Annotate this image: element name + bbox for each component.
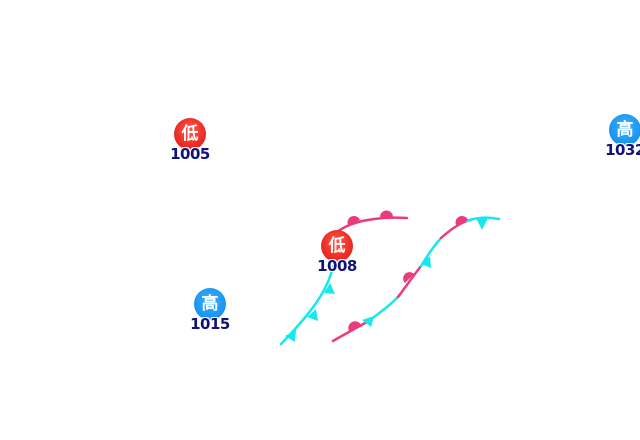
stationary-front-warm-symbol: [348, 321, 361, 331]
pressure-value: 1015: [190, 315, 230, 333]
stationary-front-line-warm: [331, 320, 369, 343]
cold-front[interactable]: [279, 264, 335, 346]
low-pressure-icon: 低: [321, 230, 353, 262]
pressure-value: 1005: [170, 145, 210, 163]
cold-front-symbol: [324, 283, 335, 294]
stationary-front-cold-symbol: [421, 256, 431, 268]
stationary-front-warm-symbol: [455, 216, 468, 225]
stationary-front[interactable]: [331, 216, 501, 343]
stationary-front-line-warm: [439, 219, 469, 240]
pressure-value: 1008: [317, 257, 357, 275]
pressure-center-low[interactable]: 低 1005: [160, 118, 220, 166]
pressure-center-high[interactable]: 高 1032: [595, 114, 640, 162]
pressure-center-low[interactable]: 低 1008: [307, 230, 367, 278]
stationary-front-cold-symbol: [476, 218, 488, 230]
pressure-value: 1032: [605, 141, 640, 159]
stationary-front-warm-symbol: [403, 272, 414, 283]
stationary-front-cold-symbol: [362, 316, 374, 327]
high-pressure-icon: 高: [194, 288, 226, 320]
stationary-front-line-warm: [396, 264, 423, 299]
stationary-front-line-cold: [465, 216, 501, 223]
pressure-center-high[interactable]: 高 1015: [180, 288, 240, 336]
cold-front-symbol: [285, 330, 296, 342]
warm-front[interactable]: [335, 210, 409, 234]
high-pressure-icon: 高: [609, 114, 640, 146]
warm-front-line: [335, 216, 409, 234]
cold-front-symbol: [307, 309, 318, 321]
warm-front-symbol: [347, 216, 360, 225]
warm-front-symbol: [380, 210, 393, 217]
low-pressure-icon: 低: [174, 118, 206, 150]
